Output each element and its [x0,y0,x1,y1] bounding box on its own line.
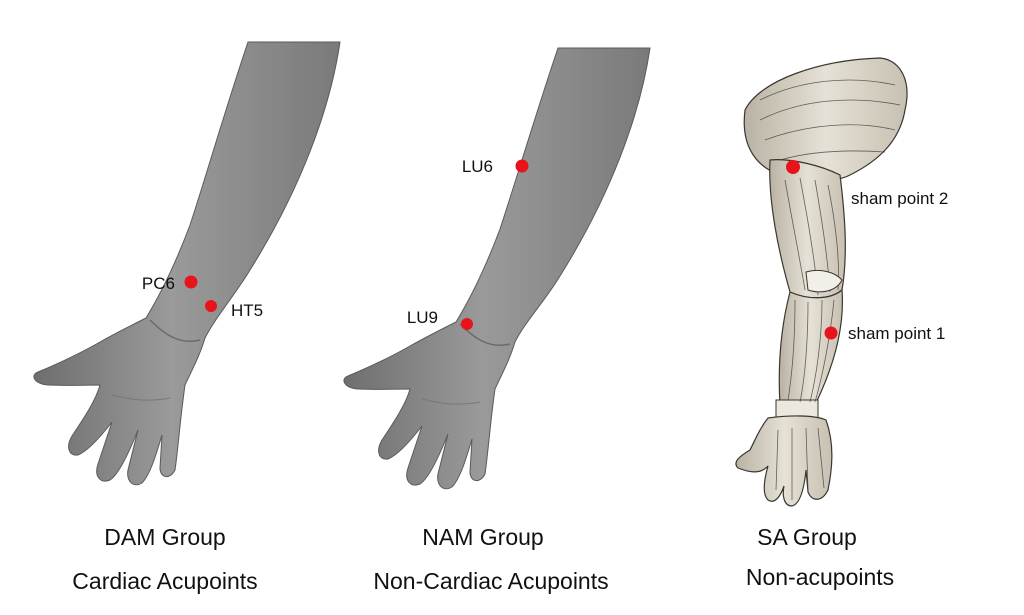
caption-nam-subtitle: Non-Cardiac Acupoints [373,568,608,594]
acupoint-marker-ht5 [205,300,217,312]
nam-arm-illustration [344,48,650,489]
caption-dam-group: DAM Group [104,524,225,550]
acupoint-marker-pc6 [185,276,198,289]
caption-dam-subtitle: Cardiac Acupoints [72,568,257,594]
caption-sa-subtitle: Non-acupoints [746,564,894,590]
dam-arm-illustration [34,42,340,485]
caption-sa-group: SA Group [757,524,857,550]
acupoint-marker-lu9 [461,318,473,330]
label-sham-point-1: sham point 1 [848,324,945,343]
label-sham-point-2: sham point 2 [851,189,948,208]
caption-nam-group: NAM Group [422,524,543,550]
captions: DAM Group Cardiac Acupoints NAM Group No… [72,524,894,594]
acupoint-marker-lu6 [516,160,529,173]
label-lu9: LU9 [407,308,438,327]
label-pc6: PC6 [142,274,175,293]
acupoint-marker-sham-point-2 [786,160,800,174]
acupoint-marker-sham-point-1 [825,327,838,340]
label-ht5: HT5 [231,301,263,320]
sa-muscle-arm-illustration [736,58,907,506]
label-lu6: LU6 [462,157,493,176]
